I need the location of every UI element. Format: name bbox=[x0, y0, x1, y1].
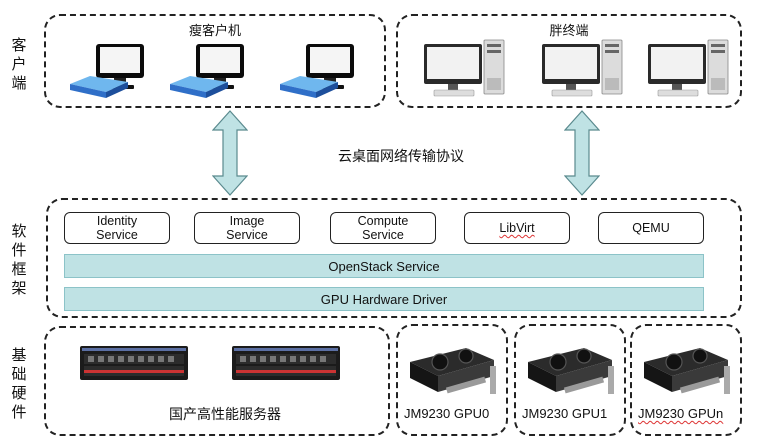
servers-label: 国产高性能服务器 bbox=[169, 407, 281, 423]
bidirectional-arrow-right bbox=[564, 110, 600, 196]
protocol-label: 云桌面网络传输协议 bbox=[338, 149, 464, 165]
software-framework-group bbox=[46, 198, 742, 318]
service-line1: LibVirt bbox=[499, 221, 535, 235]
desktop-pc-1 bbox=[424, 39, 505, 97]
thin-client-2 bbox=[170, 44, 244, 98]
service-line1: Identity bbox=[96, 214, 138, 228]
fat-terminal-group bbox=[396, 14, 742, 108]
fat-terminal-title: 胖终端 bbox=[549, 24, 589, 39]
gpun-group bbox=[630, 324, 742, 436]
thin-client-3 bbox=[280, 44, 354, 98]
gpu-card-n bbox=[644, 348, 730, 394]
desktop-pc-2 bbox=[542, 39, 623, 97]
gpu1-label: JM9230 GPU1 bbox=[522, 406, 608, 421]
openstack-service-bar: OpenStack Service bbox=[64, 254, 704, 278]
libvirt-box: LibVirt bbox=[464, 212, 570, 244]
thin-client-1 bbox=[70, 44, 144, 98]
service-line2: Service bbox=[96, 228, 138, 242]
gpu-driver-bar: GPU Hardware Driver bbox=[64, 287, 704, 311]
server-group bbox=[44, 326, 390, 436]
gpu-card-0 bbox=[410, 348, 496, 394]
service-line1: Image bbox=[229, 214, 265, 228]
bidirectional-arrow-left bbox=[212, 110, 248, 196]
service-line2: Service bbox=[362, 228, 404, 242]
gpun-label: JM9230 GPUn bbox=[638, 406, 724, 421]
layer-label-hardware: 基础硬件 bbox=[11, 346, 27, 421]
gpu0-label: JM9230 GPU0 bbox=[404, 406, 490, 421]
gpu-card-1 bbox=[528, 348, 614, 394]
service-line2: Service bbox=[226, 228, 268, 242]
service-line1: Compute bbox=[357, 214, 409, 228]
gpu0-group bbox=[396, 324, 508, 436]
rack-server-1 bbox=[80, 346, 188, 380]
layer-label-software: 软件框架 bbox=[11, 222, 27, 297]
thin-client-group bbox=[44, 14, 386, 108]
desktop-pc-3 bbox=[648, 39, 729, 97]
layer-label-client: 客户端 bbox=[11, 36, 27, 92]
gpu1-group bbox=[514, 324, 626, 436]
rack-server-2 bbox=[232, 346, 340, 380]
thin-client-title: 瘦客户机 bbox=[188, 24, 241, 39]
service-line1: QEMU bbox=[632, 221, 670, 235]
qemu-box: QEMU bbox=[598, 212, 704, 244]
